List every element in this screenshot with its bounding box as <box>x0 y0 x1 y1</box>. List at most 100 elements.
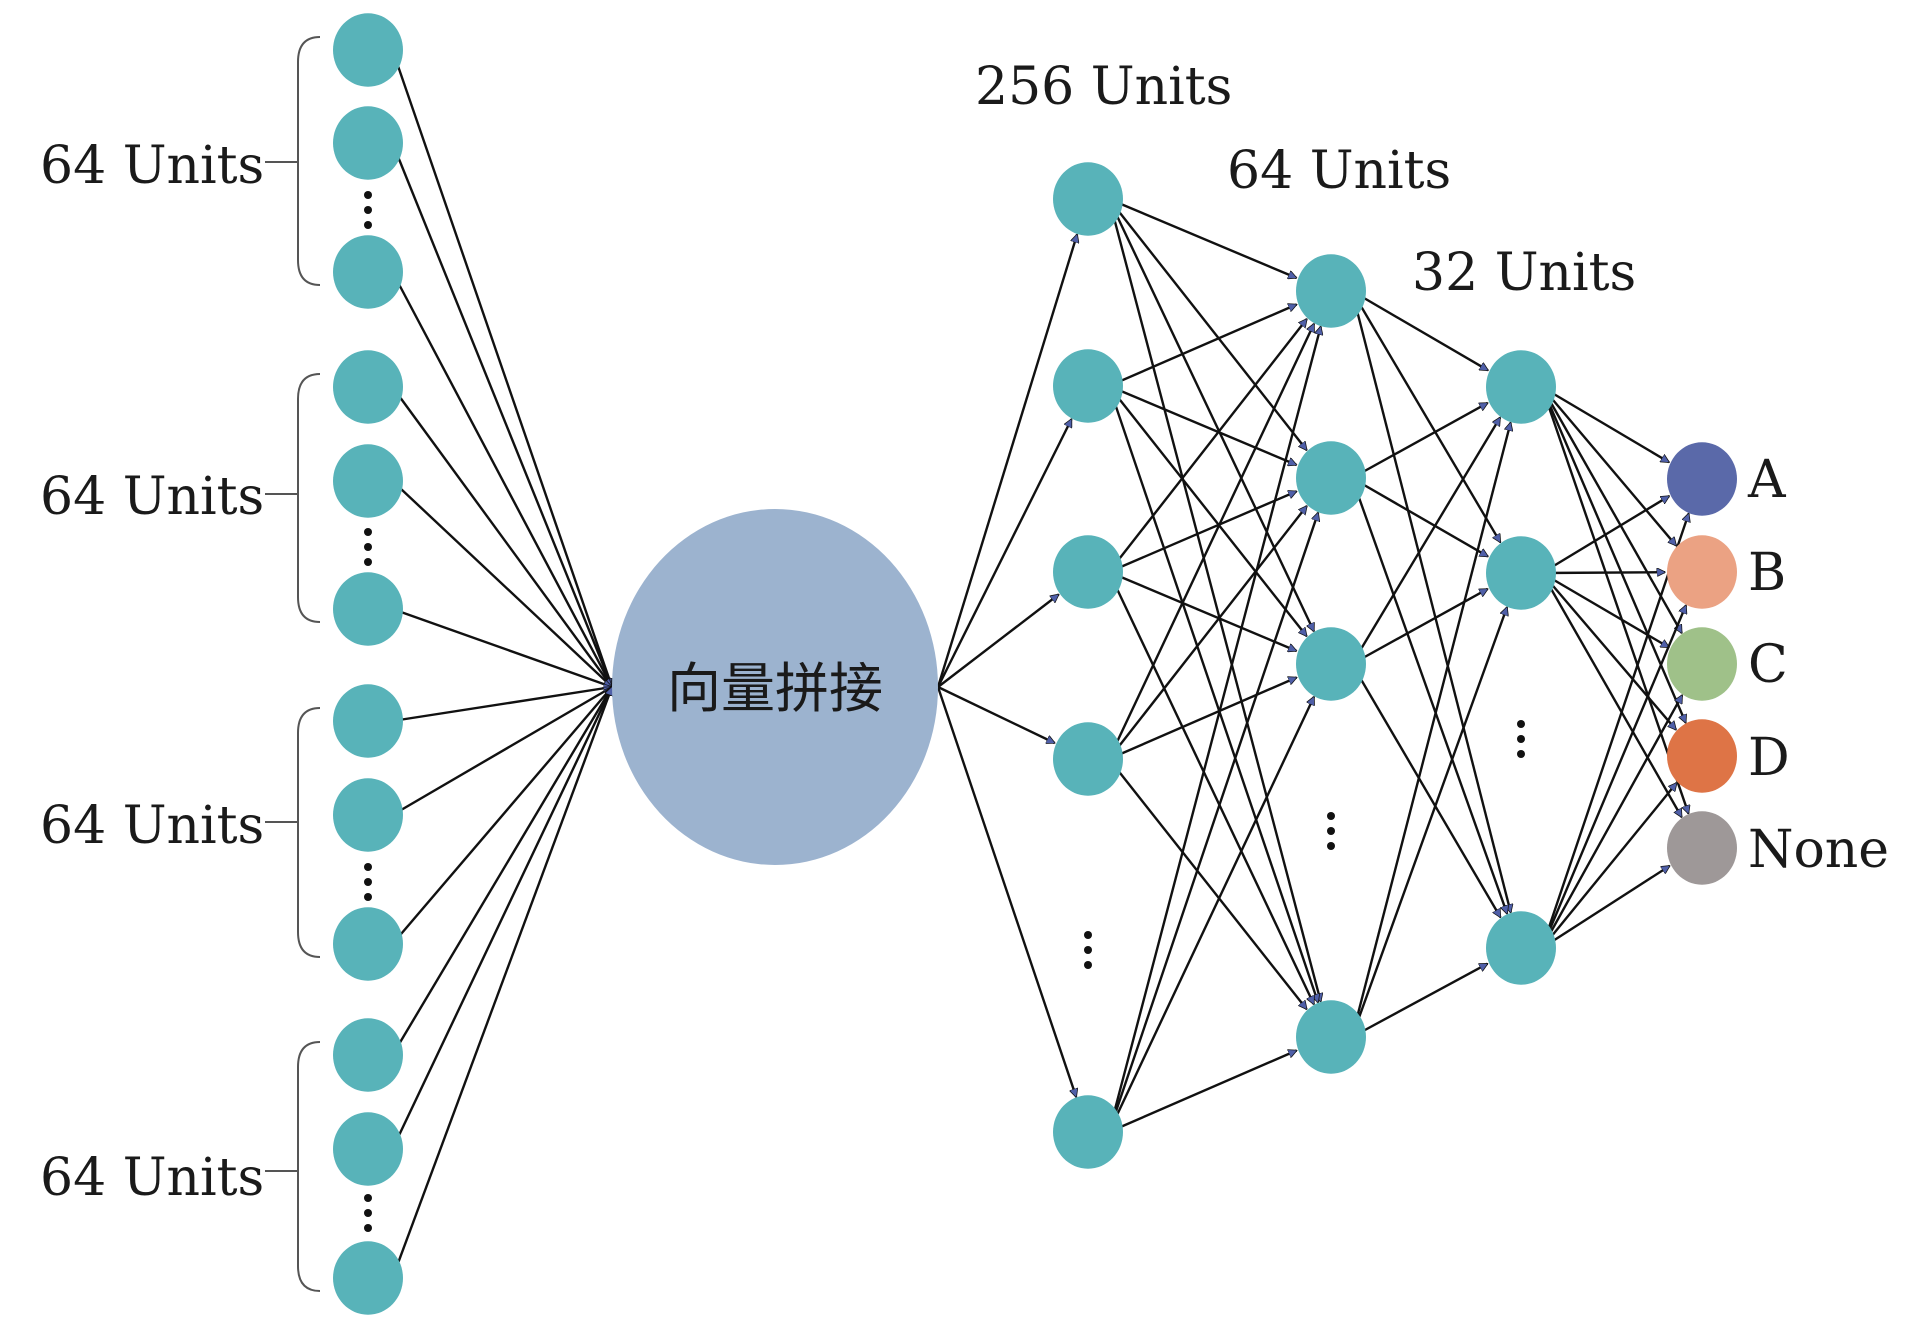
output-label-c: C <box>1748 635 1788 695</box>
input-group-label-4: 64 Units <box>40 1148 264 1208</box>
layer1-ellipsis <box>1084 931 1092 969</box>
concat-to-l1-edge-2 <box>936 419 1073 688</box>
l3-to-output-edge-3-4 <box>1541 783 1677 949</box>
l2-to-l3-edge-1-2 <box>1350 290 1502 542</box>
l2-to-l3-edge-2-3 <box>1350 477 1507 914</box>
output-label-d: D <box>1748 728 1790 788</box>
group-braces <box>265 36 321 1292</box>
layer1-neuron-1 <box>1053 162 1123 236</box>
l3-to-output-edge-1-1 <box>1541 385 1669 464</box>
input-group-brace-2 <box>297 373 321 623</box>
concat-to-l1-edge-3 <box>937 595 1059 688</box>
l1-to-l2-edge-1-1 <box>1108 197 1296 278</box>
l3-to-output-edge-3-5 <box>1541 864 1670 950</box>
input-neuron-4 <box>333 350 403 424</box>
l3-to-output-edge-2-4 <box>1541 572 1676 730</box>
concat-to-l1-edge-4 <box>937 685 1055 745</box>
l2-to-l3-edge-3-1 <box>1350 418 1502 665</box>
l3-to-output-edge-2-1 <box>1541 495 1669 575</box>
input-neuron-11 <box>333 1112 403 1186</box>
l1-to-l2-edge-3-1 <box>1108 319 1307 573</box>
output-label-none: None <box>1748 820 1889 880</box>
l1-to-l2-edge-5-1 <box>1107 327 1321 1133</box>
input-ellipsis-2 <box>364 528 372 566</box>
l1-to-l2-edge-3-3 <box>1108 570 1296 651</box>
input-edge-11 <box>391 687 614 1150</box>
l2-to-l3-edge-4-2 <box>1350 607 1507 1038</box>
output-label-b: B <box>1748 543 1786 603</box>
input-neuron-2 <box>333 106 403 180</box>
l1-to-l2-edge-2-4 <box>1107 385 1318 1002</box>
output-label-a: A <box>1747 450 1787 510</box>
concat-node: 向量拼接 <box>612 509 938 865</box>
layer2-neuron-2 <box>1296 441 1366 515</box>
l1-to-l2-edge-2-2 <box>1108 384 1296 465</box>
output-neuron-a <box>1667 442 1737 516</box>
layer1-neuron-2 <box>1053 349 1123 423</box>
layer3-neuron-3 <box>1486 911 1556 985</box>
input-neuron-9 <box>333 907 403 981</box>
l3-to-output-edge-3-3 <box>1540 695 1684 949</box>
input-neuron-12 <box>333 1241 403 1315</box>
l2-to-l3-edge-2-2 <box>1351 476 1488 558</box>
layer2-neuron-4 <box>1296 1000 1366 1074</box>
l3-to-output-edge-1-5 <box>1540 386 1688 814</box>
l2-to-l3-edge-4-1 <box>1350 423 1511 1038</box>
input-ellipsis-3 <box>364 863 372 901</box>
l2-to-l3-edge-1-1 <box>1351 289 1488 372</box>
input-edge-4 <box>391 386 613 687</box>
input-edge-9 <box>391 687 613 945</box>
l1-to-l2-edge-1-4 <box>1107 198 1321 1001</box>
l1-to-l2-edge-4-2 <box>1108 506 1307 760</box>
layer-label-256: 256 Units <box>975 57 1232 117</box>
input-group-label-3: 64 Units <box>40 796 264 856</box>
l1-to-l2-edge-5-4 <box>1108 1050 1297 1134</box>
l2-to-l3-edge-1-3 <box>1350 290 1511 912</box>
input-ellipsis-4 <box>364 1194 372 1232</box>
input-ellipsis-1 <box>364 191 372 229</box>
l3-to-output-edge-1-3 <box>1540 386 1683 633</box>
input-edge-10 <box>391 687 614 1056</box>
input-group-label-2: 64 Units <box>40 467 264 527</box>
connections <box>391 49 1689 1279</box>
l1-to-l2-edge-2-1 <box>1108 304 1297 388</box>
output-neuron-d <box>1667 719 1737 793</box>
l1-to-l2-edge-2-3 <box>1108 385 1307 636</box>
l1-to-l2-edge-4-1 <box>1107 324 1316 760</box>
l1-to-l2-edge-5-3 <box>1107 697 1316 1133</box>
input-neuron-6 <box>333 572 403 646</box>
layer2-neuron-1 <box>1296 254 1366 328</box>
input-neuron-10 <box>333 1018 403 1092</box>
l1-to-l2-edge-4-4 <box>1108 758 1307 1009</box>
input-edge-7 <box>392 687 613 723</box>
concat-label: 向量拼接 <box>667 657 883 720</box>
layer2-ellipsis <box>1327 812 1335 850</box>
input-neuron-3 <box>333 235 403 309</box>
layer1-neuron-3 <box>1053 535 1123 609</box>
output-neuron-b <box>1667 535 1737 609</box>
layer3-ellipsis <box>1517 720 1525 758</box>
input-edge-3 <box>391 271 614 687</box>
l3-to-output-edge-2-2 <box>1541 572 1665 573</box>
l3-to-output-edge-2-3 <box>1541 571 1669 649</box>
l2-to-l3-edge-2-1 <box>1351 401 1488 480</box>
input-edge-6 <box>392 607 613 687</box>
l1-to-l2-edge-3-4 <box>1107 571 1315 1004</box>
output-neuron-none <box>1667 811 1737 885</box>
concat-to-l1-edge-5 <box>936 686 1076 1097</box>
input-edge-12 <box>391 687 613 1279</box>
input-edge-5 <box>391 480 613 687</box>
l3-to-output-edge-1-2 <box>1541 386 1676 546</box>
layer-label-32: 32 Units <box>1412 243 1636 303</box>
input-group-label-1: 64 Units <box>40 136 264 196</box>
l1-to-l2-edge-3-2 <box>1108 491 1296 574</box>
layer1-neuron-4 <box>1053 722 1123 796</box>
l1-to-l2-edge-1-3 <box>1107 198 1315 631</box>
input-edge-8 <box>391 685 613 817</box>
layer-label-64: 64 Units <box>1227 141 1451 201</box>
input-neuron-8 <box>333 778 403 852</box>
l3-to-output-edge-2-5 <box>1540 572 1683 817</box>
l1-to-l2-edge-1-2 <box>1108 198 1307 450</box>
concat-circle <box>612 509 938 865</box>
